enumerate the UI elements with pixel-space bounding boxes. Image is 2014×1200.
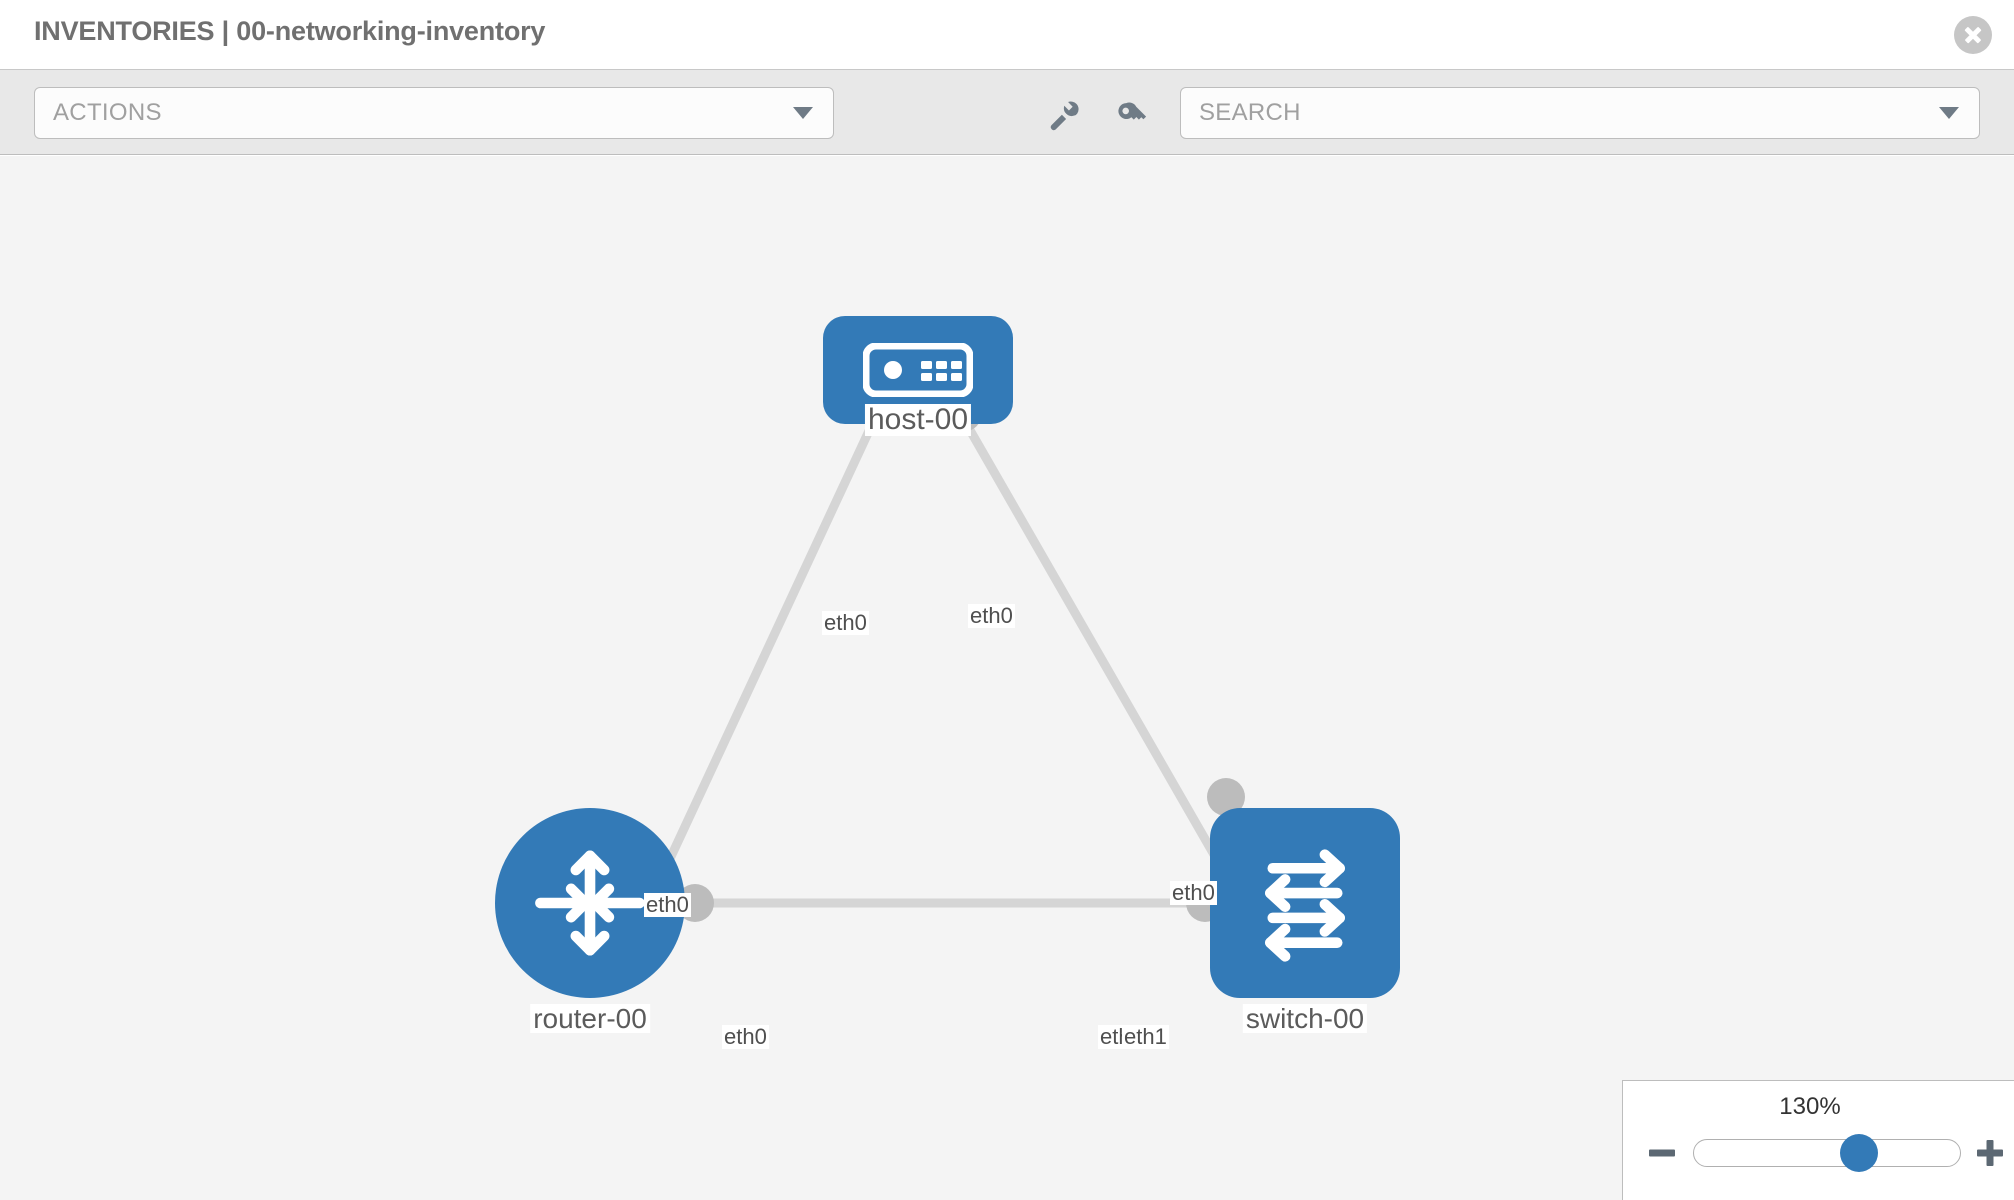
wrench-icon[interactable] xyxy=(1046,98,1082,134)
switch-arrows-icon xyxy=(1210,808,1400,998)
topology-canvas[interactable]: host-00 xyxy=(0,156,2014,1200)
chevron-down-icon xyxy=(1939,107,1959,119)
server-icon xyxy=(823,316,1013,424)
node-label-router-00: router-00 xyxy=(530,1004,650,1033)
edge-label-host-right: eth0 xyxy=(968,603,1015,629)
node-label-host-00: host-00 xyxy=(864,404,972,436)
node-label-switch-00: switch-00 xyxy=(1242,1004,1368,1033)
zoom-out-button[interactable] xyxy=(1647,1138,1677,1168)
search-input[interactable]: SEARCH xyxy=(1180,87,1980,139)
link-host-router xyxy=(650,413,880,896)
zoom-slider-row xyxy=(1623,1133,2014,1173)
close-icon[interactable] xyxy=(1954,16,1992,54)
node-switch-00[interactable]: switch-00 xyxy=(1210,808,1400,1033)
actions-dropdown[interactable]: ACTIONS xyxy=(34,87,834,139)
topology-links xyxy=(650,413,1233,908)
zoom-in-button[interactable] xyxy=(1975,1138,2005,1168)
key-icon[interactable] xyxy=(1114,98,1150,134)
zoom-slider-thumb[interactable] xyxy=(1839,1134,1878,1172)
search-placeholder: SEARCH xyxy=(1199,99,1301,126)
edge-label-switch-up: eth0 xyxy=(1170,880,1217,906)
edge-label-host-left: eth0 xyxy=(822,610,869,636)
link-host-switch xyxy=(958,413,1233,884)
zoom-slider-track[interactable] xyxy=(1693,1134,1961,1172)
page-title: INVENTORIES | 00-networking-inventory xyxy=(34,16,546,46)
page-header: INVENTORIES | 00-networking-inventory xyxy=(0,0,2014,70)
edge-label-router-right: eth0 xyxy=(722,1024,769,1050)
edge-label-router-up: eth0 xyxy=(644,892,691,918)
edge-label-switch-left: eth1 xyxy=(1122,1024,1169,1050)
chevron-down-icon xyxy=(793,107,813,119)
actions-dropdown-label: ACTIONS xyxy=(53,99,162,126)
node-host-00[interactable]: host-00 xyxy=(823,316,1013,436)
zoom-level-value: 130% xyxy=(1779,1093,1841,1120)
zoom-control-panel: 130% xyxy=(1622,1080,2014,1200)
toolbar: ACTIONS SEARCH xyxy=(0,70,2014,155)
